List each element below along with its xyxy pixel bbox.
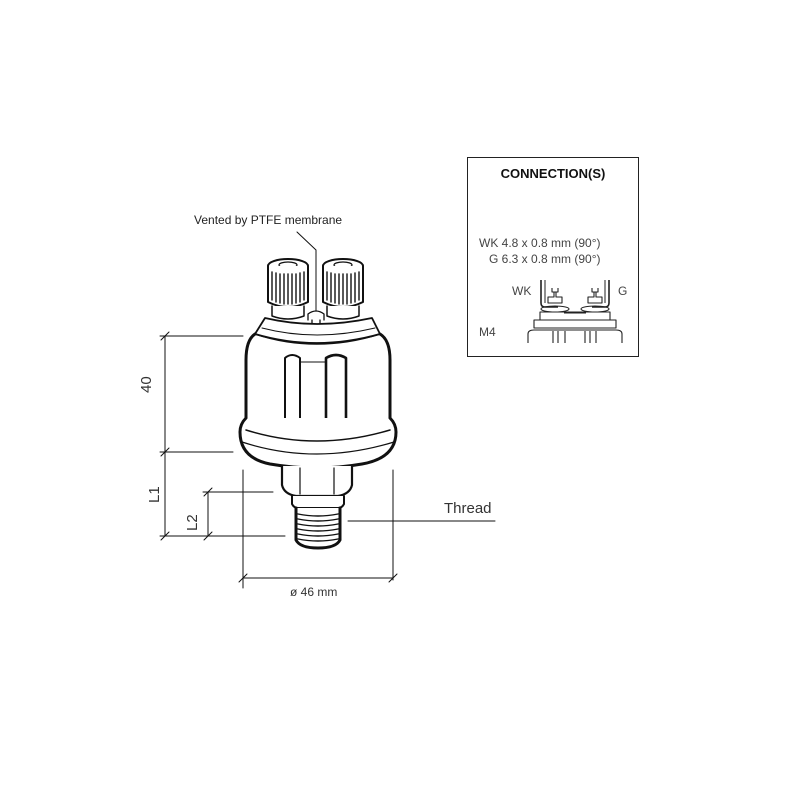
vent-leader-line <box>296 231 317 316</box>
dimension-l1 <box>159 531 286 541</box>
left-terminal-cap-icon <box>267 258 309 320</box>
terminal-wk-label: WK <box>512 284 532 298</box>
housing-body <box>244 332 392 432</box>
dimension-l1-label: L1 <box>146 486 163 503</box>
connections-panel: CONNECTION(S) WK 4.8 x 0.8 mm (90°) G 6.… <box>467 157 639 357</box>
dimension-40 <box>159 331 244 537</box>
dimension-l2-label: L2 <box>184 514 201 531</box>
dimension-diameter <box>238 469 398 589</box>
mounting-flange <box>238 416 398 470</box>
vent-label: Vented by PTFE membrane <box>194 213 343 227</box>
right-terminal-cap-icon <box>322 258 364 320</box>
thread-label: Thread <box>444 500 492 517</box>
thread-m4-label: M4 <box>479 325 496 339</box>
terminal-g-label: G <box>618 284 628 298</box>
diameter-label: ø 46 mm <box>290 585 338 599</box>
connection-row-wk: WK 4.8 x 0.8 mm (90°) <box>479 236 601 250</box>
dimension-40-label: 40 <box>138 376 155 393</box>
hex-nut <box>280 464 354 498</box>
dimension-l2 <box>202 487 274 541</box>
connection-row-g: G 6.3 x 0.8 mm (90°) <box>489 252 601 266</box>
ptfe-vent-icon <box>307 310 325 327</box>
threaded-stud <box>294 506 342 550</box>
connection-terminal-drawing <box>527 280 623 343</box>
connections-title: CONNECTION(S) <box>500 166 606 181</box>
